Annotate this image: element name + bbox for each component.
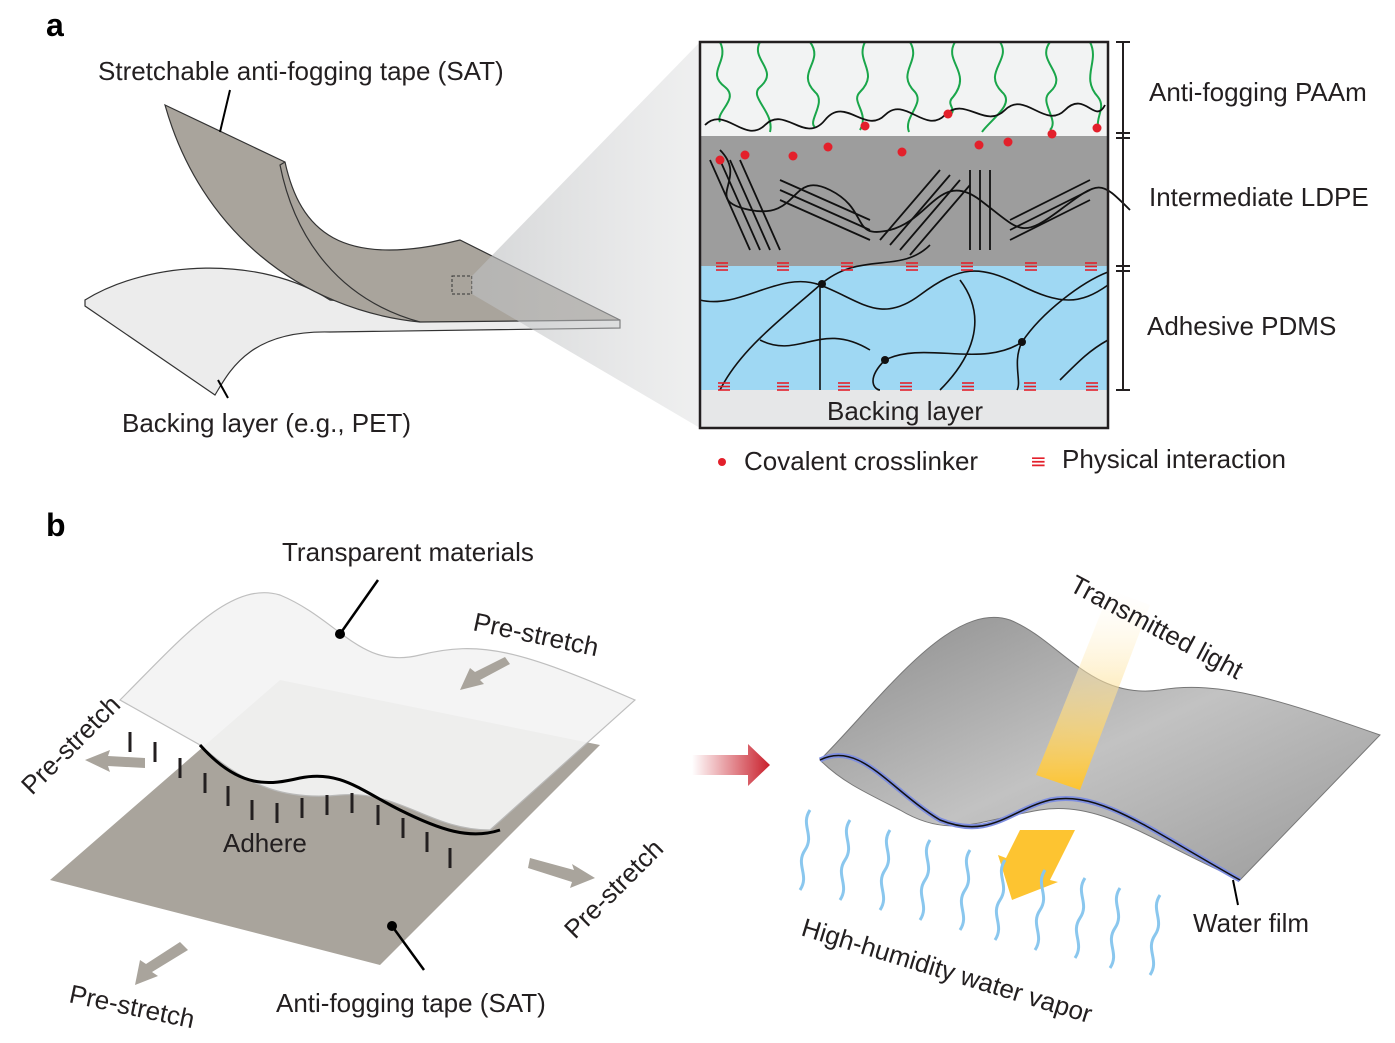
pdms-crosslinks (818, 280, 1026, 364)
tape-label: Stretchable anti-fogging tape (SAT) (98, 56, 504, 86)
legend-physical: Physical interaction (1062, 444, 1286, 474)
physical-interaction-mark (716, 262, 728, 271)
backing-label: Backing layer (e.g., PET) (122, 408, 411, 438)
prestretch-label-bottom: Pre-stretch (67, 979, 198, 1035)
prestretch-arrows (85, 657, 595, 985)
adhere-label: Adhere (223, 828, 307, 858)
physical-interaction-icon: ≡ (1030, 449, 1047, 473)
backing-layer-box (700, 390, 1108, 428)
transition-arrow (692, 744, 770, 786)
ldpe-chains (704, 102, 1131, 256)
panel-label-b: b (46, 507, 66, 543)
physical-interaction-mark (777, 382, 789, 391)
physical-interaction-mark (1025, 262, 1037, 271)
antifog-illustration (798, 590, 1381, 976)
cross-section-frame (698, 40, 1110, 430)
panel-label-a: a (46, 7, 64, 43)
physical-interaction-mark (841, 262, 853, 271)
zoom-cone (472, 42, 700, 428)
physical-interaction-mark (1085, 262, 1097, 271)
sat-label: Anti-fogging tape (SAT) (276, 988, 546, 1018)
physical-interaction-mark (900, 382, 912, 391)
pdms-label: Adhesive PDMS (1147, 311, 1336, 341)
water-vapor-waves (798, 809, 1162, 976)
covalent-crosslinkers (715, 109, 1102, 165)
physical-interaction-mark (838, 382, 850, 391)
prestretch-label-left: Pre-stretch (15, 689, 126, 800)
legend-covalent: Covalent crosslinker (744, 446, 978, 476)
physical-interaction-mark (1086, 382, 1098, 391)
zoom-region-marker (451, 275, 473, 295)
adhere-arrows (128, 732, 452, 868)
ldpe-label: Intermediate LDPE (1149, 182, 1369, 212)
antifog-sheet (819, 617, 1381, 881)
water-film-label: Water film (1193, 908, 1309, 938)
physical-interaction-mark (906, 262, 918, 271)
pdms-layer (700, 266, 1108, 390)
prestretch-label-right: Pre-stretch (558, 833, 669, 944)
water-vapor-label: High-humidity water vapor (798, 912, 1096, 1029)
legend: Covalent crosslinker ≡ Physical interact… (718, 444, 1286, 476)
paam-layer (700, 42, 1108, 136)
backing-layer-text: Backing layer (827, 396, 983, 426)
physical-interaction-marks (716, 262, 1098, 391)
physical-interaction-mark (718, 382, 730, 391)
paam-label: Anti-fogging PAAm (1149, 77, 1367, 107)
prestretch-illustration (50, 579, 637, 985)
transparent-materials-label: Transparent materials (282, 537, 534, 567)
physical-interaction-mark (1024, 382, 1036, 391)
transmitted-light-beam-top (1036, 590, 1150, 790)
covalent-crosslinker-icon (718, 458, 726, 466)
physical-interaction-mark (962, 382, 974, 391)
layer-cross-section: Backing layer (698, 40, 1131, 430)
physical-interaction-mark (961, 262, 973, 271)
transmitted-light-beam-bottom (998, 830, 1075, 900)
physical-interaction-mark (777, 262, 789, 271)
transparent-material-sheet (119, 592, 637, 831)
layer-brackets (1116, 41, 1130, 391)
